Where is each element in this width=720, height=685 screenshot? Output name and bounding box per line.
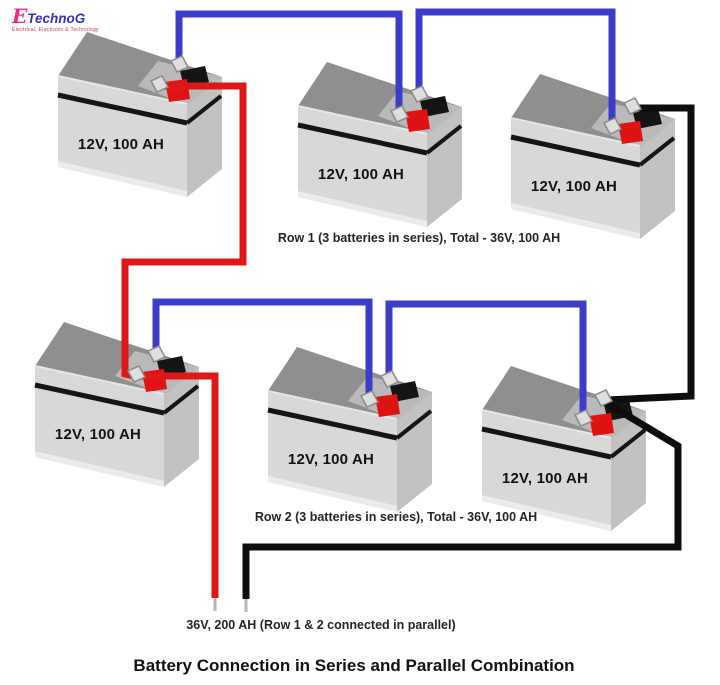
battery-4-label: 12V, 100 AH — [54, 426, 142, 443]
logo-wordmark: ETechnoG — [12, 6, 99, 27]
output-wire-negative — [242, 399, 682, 599]
parallel-wire-negative — [606, 104, 695, 404]
row1-caption: Row 1 (3 batteries in series), Total - 3… — [277, 231, 561, 245]
series-wire-row1-a — [175, 10, 403, 114]
logo-name: TechnoG — [27, 11, 86, 26]
battery-1-body — [58, 32, 222, 197]
logo-tagline: Electrical, Electronic & Technology — [12, 27, 99, 33]
battery-6-label: 12V, 100 AH — [501, 470, 589, 487]
battery-3-label: 12V, 100 AH — [530, 178, 618, 195]
diagram-title: Battery Connection in Series and Paralle… — [133, 656, 575, 675]
battery-6-body — [482, 366, 646, 531]
logo: ETechnoG Electrical, Electronic & Techno… — [12, 6, 99, 33]
series-wire-row2-b — [385, 300, 587, 418]
output-wire-positive — [136, 372, 219, 598]
battery-4-body — [35, 322, 199, 487]
logo-e-glyph: E — [12, 4, 28, 28]
series-wire-row1-b — [415, 8, 616, 126]
battery-3-body — [511, 74, 675, 239]
battery-5-body — [268, 347, 432, 512]
battery-1-label: 12V, 100 AH — [77, 136, 165, 153]
battery-2-label: 12V, 100 AH — [317, 166, 405, 183]
battery-5-label: 12V, 100 AH — [287, 451, 375, 468]
row2-caption: Row 2 (3 batteries in series), Total - 3… — [254, 510, 538, 524]
battery-2-body — [298, 62, 462, 227]
series-wire-row2-a — [152, 298, 373, 399]
parallel-wire-positive — [121, 82, 247, 380]
output-caption: 36V, 200 AH (Row 1 & 2 connected in para… — [186, 618, 456, 632]
